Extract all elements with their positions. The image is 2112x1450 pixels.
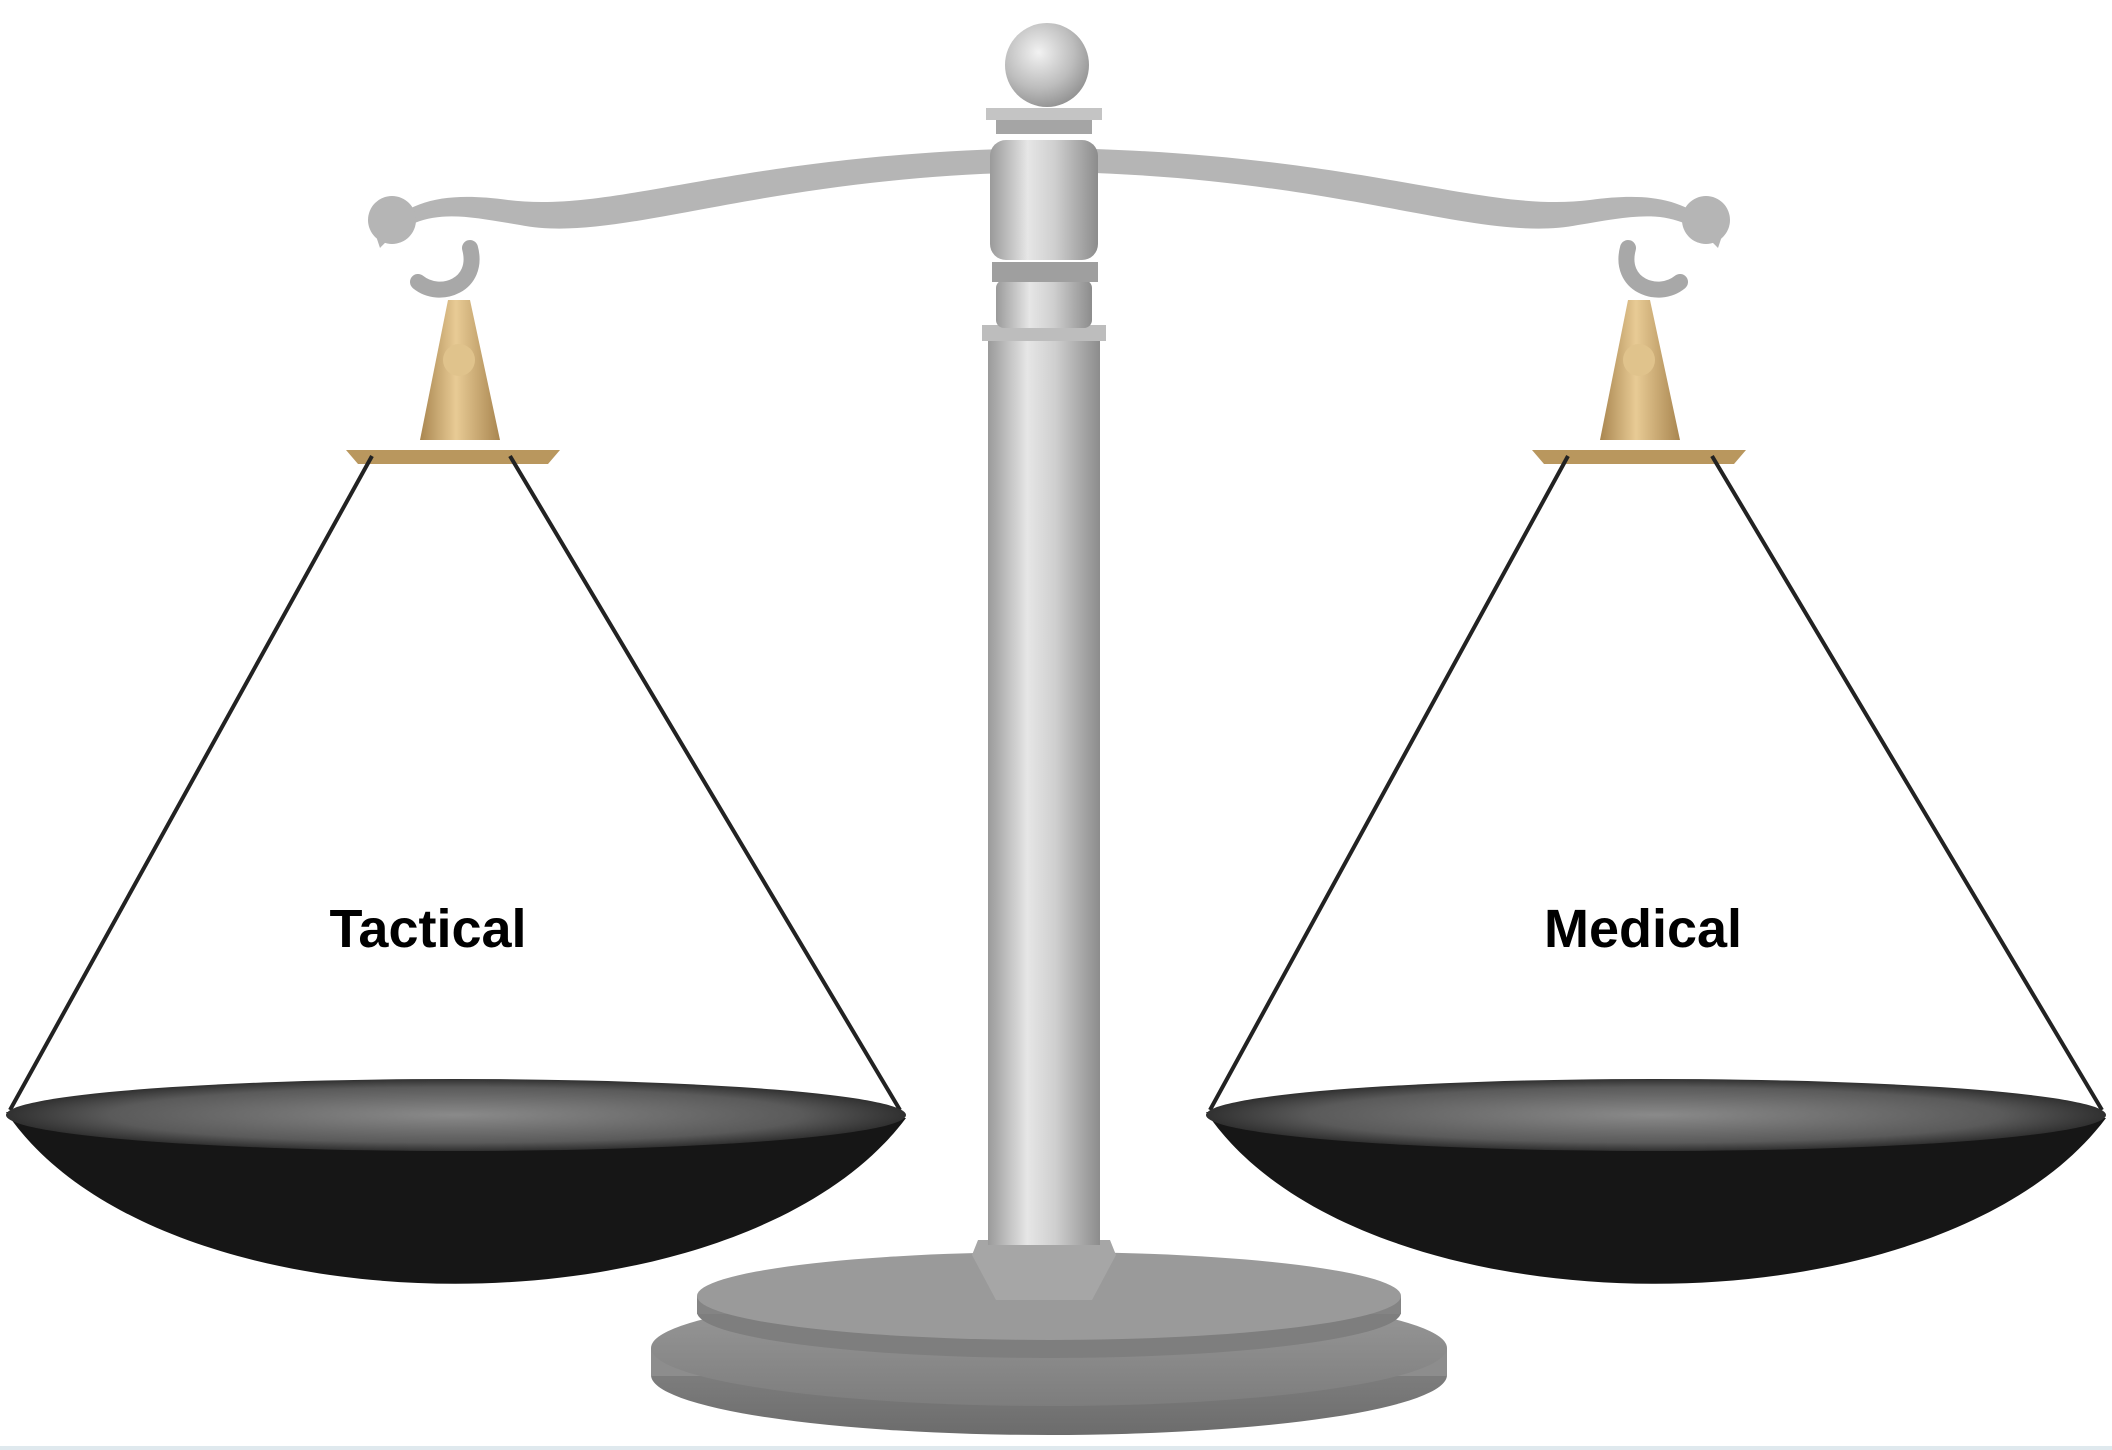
scale-pivot [986,23,1102,260]
bottom-divider [0,1446,2112,1450]
right-pan [1206,1079,2106,1284]
right-pan-label: Medical [1543,899,1743,959]
left-pan [6,1079,906,1284]
scale-post [972,262,1116,1300]
left-hanger [8,300,902,1112]
right-hanger [1208,300,2104,1112]
left-pan-label: Tactical [329,899,527,959]
knob-icon [1005,23,1089,107]
